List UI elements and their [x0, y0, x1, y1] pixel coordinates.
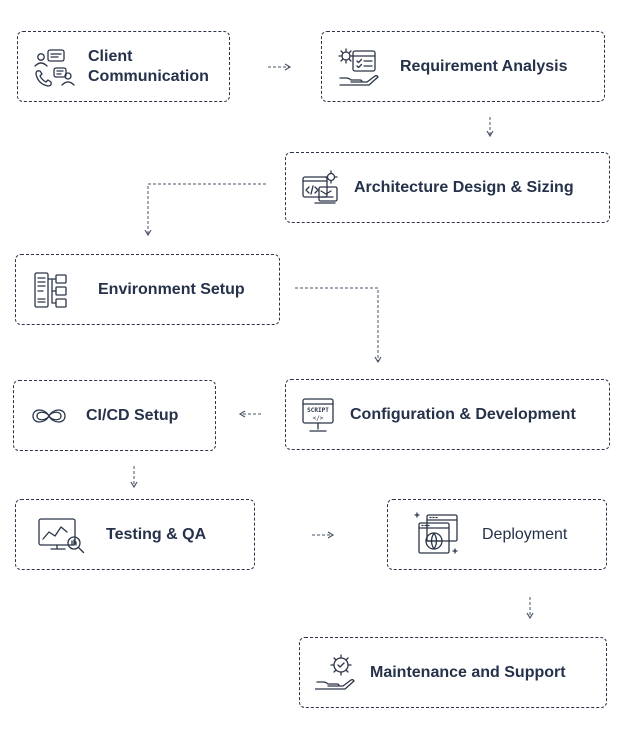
chat-users-icon	[30, 47, 78, 87]
step-configuration-development: SCRIPT </> Configuration & Development	[285, 379, 610, 450]
step-cicd-setup: CI/CD Setup	[13, 380, 216, 451]
arrow-environment-to-configuration	[295, 287, 382, 364]
step-architecture-design: Architecture Design & Sizing	[285, 152, 610, 223]
step-label: Maintenance and Support	[370, 663, 566, 681]
gear-check-hand-icon	[314, 652, 358, 694]
step-client-communication: Client Communication	[17, 31, 230, 102]
svg-text:</>: </>	[313, 415, 324, 422]
step-label: Testing & QA	[106, 525, 207, 543]
step-requirement-analysis: Requirement Analysis	[321, 31, 605, 102]
script-monitor-icon: SCRIPT </>	[300, 395, 336, 435]
step-testing-qa: Testing & QA	[15, 499, 255, 570]
step-label: Requirement Analysis	[400, 57, 568, 75]
step-label: Configuration & Development	[350, 405, 576, 423]
step-label: CI/CD Setup	[86, 406, 179, 424]
step-label: Client Communication	[88, 47, 209, 85]
step-environment-setup: Environment Setup	[15, 254, 280, 325]
step-maintenance-support: Maintenance and Support	[299, 637, 607, 708]
server-network-icon	[30, 269, 74, 311]
code-window-icon	[300, 169, 340, 207]
monitor-chart-magnifier-icon	[36, 515, 88, 555]
infinity-icon	[26, 402, 72, 430]
gear-checklist-hand-icon	[336, 47, 380, 87]
arrow-architecture-to-environment	[144, 183, 266, 237]
step-label: Environment Setup	[98, 280, 245, 298]
svg-text:SCRIPT: SCRIPT	[307, 407, 329, 414]
step-deployment: Deployment	[387, 499, 607, 570]
browser-globe-icon	[408, 511, 462, 559]
step-label: Architecture Design & Sizing	[354, 178, 574, 196]
step-label: Deployment	[482, 525, 568, 543]
